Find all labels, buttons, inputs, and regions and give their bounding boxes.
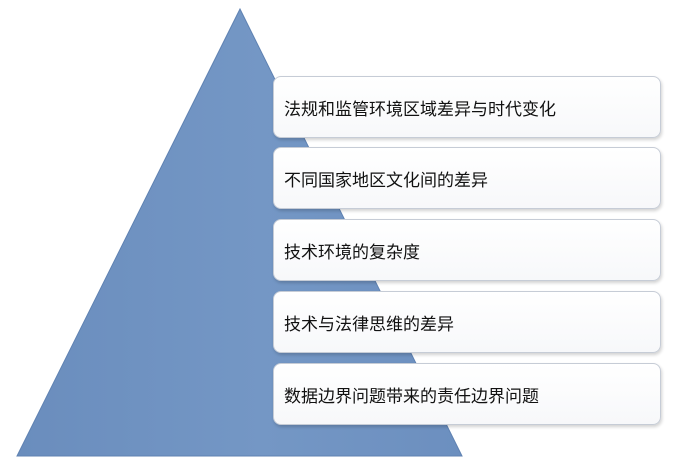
tier-label-4: 技术与法律思维的差异 — [284, 314, 454, 335]
tier-label-5: 数据边界问题带来的责任边界问题 — [284, 386, 539, 407]
tier-box-1: 法规和监管环境区域差异与时代变化 — [273, 76, 661, 138]
tier-box-5: 数据边界问题带来的责任边界问题 — [273, 363, 661, 425]
tier-box-2: 不同国家地区文化间的差异 — [273, 147, 661, 209]
tier-box-4: 技术与法律思维的差异 — [273, 291, 661, 353]
tier-box-3: 技术环境的复杂度 — [273, 219, 661, 281]
tier-label-2: 不同国家地区文化间的差异 — [284, 170, 488, 191]
tier-label-3: 技术环境的复杂度 — [284, 242, 420, 263]
tier-label-1: 法规和监管环境区域差异与时代变化 — [284, 99, 556, 120]
